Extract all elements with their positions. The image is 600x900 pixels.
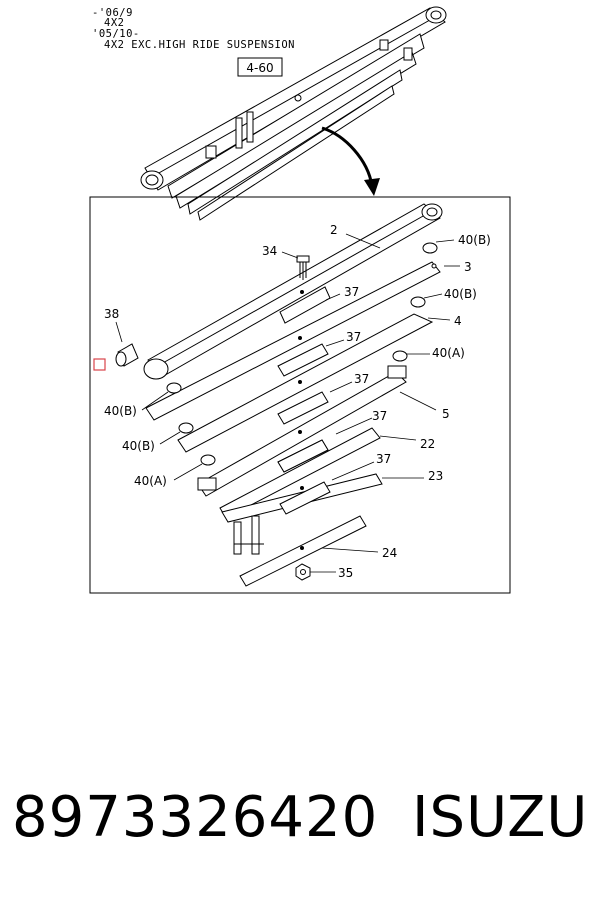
detail-frame [89, 196, 511, 594]
washer-40b-1 [422, 242, 438, 254]
callout-37-a[interactable]: 37 [344, 285, 359, 299]
assembled-spring-overview [140, 6, 447, 221]
leaf-3 [145, 261, 441, 421]
callout-40a-right[interactable]: 40(A) [432, 346, 465, 360]
note-line-3: '05/10- [92, 28, 140, 40]
callout-40a-left[interactable]: 40(A) [134, 474, 167, 488]
callout-24[interactable]: 24 [382, 546, 397, 560]
leaf-spring-diagram: -'06/9 4X2 '05/10- 4X2 EXC.HIGH RIDE SUS… [89, 6, 511, 594]
callout-37-d[interactable]: 37 [372, 409, 387, 423]
bolt-34 [296, 255, 310, 280]
callout-23[interactable]: 23 [428, 469, 443, 483]
leaf-4 [177, 313, 434, 453]
callout-40b-left-2[interactable]: 40(B) [122, 439, 155, 453]
note-line-1: -'06/9 [92, 7, 133, 19]
note-line-4: 4X2 EXC.HIGH RIDE SUSPENSION [104, 39, 295, 51]
detail-arrow [321, 126, 380, 196]
callout-35[interactable]: 35 [338, 566, 353, 580]
callout-37-c[interactable]: 37 [354, 372, 369, 386]
callout-4[interactable]: 4 [454, 314, 462, 328]
selection-marker[interactable] [93, 358, 106, 371]
callout-40b-right-1[interactable]: 40(B) [458, 233, 491, 247]
reference-box[interactable]: 4-60 [237, 57, 283, 77]
callout-38[interactable]: 38 [104, 307, 119, 321]
callout-40b-right-2[interactable]: 40(B) [444, 287, 477, 301]
bushing-38 [115, 343, 139, 367]
washer-40b-4 [178, 422, 194, 434]
leaf-23 [221, 473, 383, 523]
callout-40b-left-1[interactable]: 40(B) [104, 404, 137, 418]
footer: 8973326420 ISUZU [0, 785, 600, 875]
reference-box-label: 4-60 [246, 61, 273, 75]
callout-22[interactable]: 22 [420, 437, 435, 451]
leader-lines [115, 233, 460, 573]
exploded-leaves [115, 203, 443, 587]
nut-35 [295, 563, 311, 581]
callout-2[interactable]: 2 [330, 223, 338, 237]
part-number: 8973326420 [12, 785, 379, 850]
callout-5[interactable]: 5 [442, 407, 450, 421]
washer-40b-2 [410, 296, 426, 308]
washer-40a-1 [392, 350, 408, 362]
washer-40a-2 [200, 454, 216, 466]
brand-name: ISUZU [412, 785, 589, 850]
leaf-24 [233, 515, 367, 587]
callout-37-e[interactable]: 37 [376, 452, 391, 466]
callout-3[interactable]: 3 [464, 260, 472, 274]
callout-34[interactable]: 34 [262, 244, 277, 258]
note-line-2: 4X2 [104, 17, 124, 29]
leaf-2 [143, 203, 443, 380]
callout-labels: 2 3 4 5 22 23 24 34 35 37 37 37 37 37 38… [104, 223, 491, 580]
callout-37-b[interactable]: 37 [346, 330, 361, 344]
washer-40b-3 [166, 382, 182, 394]
